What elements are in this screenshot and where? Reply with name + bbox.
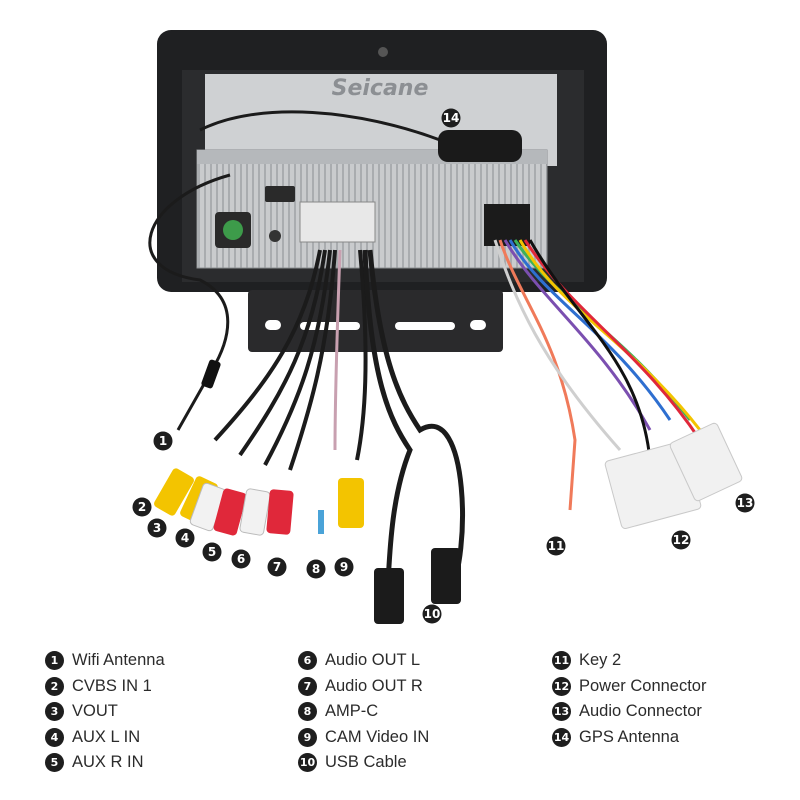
legend-number: 14	[552, 727, 571, 747]
legend-label: AUX R IN	[72, 753, 144, 772]
legend-column-2: 6 Audio OUT L 7 Audio OUT R 8 AMP-C 9 CAM Vi…	[298, 648, 429, 776]
legend-column-3: 11 Key 2 12 Power Connector 13 Audio Connec…	[552, 648, 706, 750]
legend: 1 Wifi Antenna 2 CVBS IN 1 3 VOUT 4 AUX L IN…	[0, 648, 800, 788]
legend-number: 1	[45, 651, 64, 671]
legend-number: 2	[45, 676, 64, 696]
callout-6: 6	[231, 549, 251, 569]
rca-cables	[154, 249, 368, 536]
legend-label: Wifi Antenna	[72, 651, 165, 670]
legend-item: 7 Audio OUT R	[298, 674, 429, 700]
legend-label: Power Connector	[579, 676, 707, 695]
callout-9: 9	[334, 557, 354, 577]
legend-number: 3	[45, 702, 64, 722]
svg-text:1: 1	[159, 434, 167, 448]
legend-number: 5	[45, 753, 64, 773]
legend-item: 5 AUX R IN	[45, 750, 165, 776]
legend-number: 9	[298, 727, 317, 747]
gps-antenna	[199, 110, 522, 162]
callout-4: 4	[175, 528, 195, 548]
svg-text:10: 10	[424, 607, 441, 621]
svg-text:13: 13	[737, 496, 754, 510]
legend-number: 13	[552, 702, 571, 722]
callout-11: 11	[546, 536, 566, 556]
legend-number: 6	[298, 651, 317, 671]
svg-text:5: 5	[208, 545, 216, 559]
product-photo: Seicane	[132, 30, 755, 624]
callout-12: 12	[671, 530, 691, 550]
svg-text:2: 2	[138, 500, 146, 514]
legend-column-1: 1 Wifi Antenna 2 CVBS IN 1 3 VOUT 4 AUX L IN…	[45, 648, 165, 776]
legend-number: 10	[298, 753, 317, 773]
callout-8: 8	[306, 559, 326, 579]
legend-label: Audio OUT R	[325, 676, 423, 695]
legend-item: 14 GPS Antenna	[552, 725, 706, 751]
legend-item: 1 Wifi Antenna	[45, 648, 165, 674]
legend-item: 4 AUX L IN	[45, 725, 165, 751]
legend-item: 12 Power Connector	[552, 674, 706, 700]
legend-label: GPS Antenna	[579, 727, 679, 746]
svg-text:6: 6	[237, 552, 245, 566]
callout-10: 10	[422, 604, 442, 624]
svg-text:9: 9	[340, 560, 348, 574]
legend-item: 10 USB Cable	[298, 750, 429, 776]
wifi-antenna-cable	[148, 173, 231, 431]
usb-cables	[362, 249, 465, 624]
legend-label: Audio OUT L	[325, 651, 421, 670]
legend-item: 11 Key 2	[552, 648, 706, 674]
svg-text:7: 7	[273, 560, 281, 574]
harness-connectors	[604, 422, 743, 530]
legend-item: 2 CVBS IN 1	[45, 674, 165, 700]
callout-7: 7	[267, 557, 287, 577]
legend-label: AMP-C	[325, 702, 379, 721]
legend-number: 7	[298, 676, 317, 696]
legend-number: 11	[552, 651, 571, 671]
callout-2: 2	[132, 497, 152, 517]
svg-text:14: 14	[443, 111, 460, 125]
legend-label: CAM Video IN	[325, 727, 430, 746]
legend-number: 8	[298, 702, 317, 722]
legend-label: Key 2	[579, 651, 622, 670]
svg-text:11: 11	[548, 539, 565, 553]
mounting-bracket	[248, 290, 503, 352]
brand-logo: Seicane	[332, 76, 429, 101]
svg-text:4: 4	[181, 531, 189, 545]
callout-5: 5	[202, 542, 222, 562]
legend-item: 8 AMP-C	[298, 699, 429, 725]
callout-3: 3	[147, 518, 167, 538]
callout-1: 1	[153, 431, 173, 451]
svg-text:12: 12	[673, 533, 690, 547]
legend-item: 13 Audio Connector	[552, 699, 706, 725]
legend-item: 6 Audio OUT L	[298, 648, 429, 674]
callout-14: 14	[441, 108, 461, 128]
svg-text:8: 8	[312, 562, 320, 576]
wire-harness	[493, 239, 702, 511]
legend-label: CVBS IN 1	[72, 676, 152, 695]
legend-item: 9 CAM Video IN	[298, 725, 429, 751]
legend-label: AUX L IN	[72, 727, 141, 746]
legend-number: 4	[45, 727, 64, 747]
legend-number: 12	[552, 676, 571, 696]
legend-item: 3 VOUT	[45, 699, 165, 725]
legend-label: VOUT	[72, 702, 118, 721]
legend-label: USB Cable	[325, 753, 407, 772]
legend-label: Audio Connector	[579, 702, 702, 721]
callout-13: 13	[735, 493, 755, 513]
svg-text:3: 3	[153, 521, 161, 535]
